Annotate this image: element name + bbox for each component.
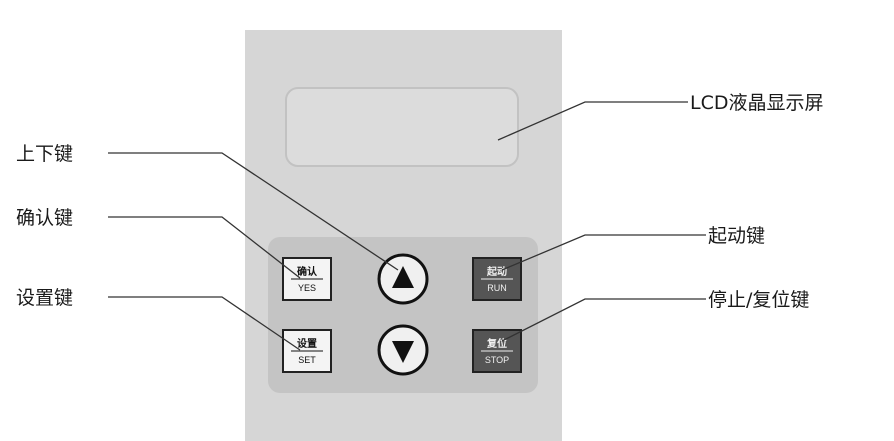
run-button[interactable]: 起动 RUN — [472, 257, 522, 301]
label-lcd: LCD液晶显示屏 — [690, 92, 823, 114]
confirm-button[interactable]: 确认 YES — [282, 257, 332, 301]
set-button[interactable]: 设置 SET — [282, 329, 332, 373]
label-updown: 上下键 — [16, 143, 73, 165]
label-start: 起动键 — [708, 225, 765, 247]
leader-line-lcd — [497, 101, 688, 141]
stop-button-label: 复位 — [486, 337, 507, 350]
stop-button-sublabel: STOP — [485, 355, 509, 365]
confirm-button-label: 确认 — [297, 265, 318, 278]
stop-button[interactable]: 复位 STOP — [472, 329, 522, 373]
up-arrow-icon — [392, 266, 414, 288]
up-button[interactable] — [377, 253, 429, 305]
set-button-sublabel: SET — [298, 355, 316, 365]
leader-line-confirm — [108, 216, 301, 279]
confirm-button-sublabel: YES — [298, 283, 316, 293]
leader-line-updown — [108, 152, 399, 271]
down-arrow-icon — [392, 341, 414, 363]
label-confirm: 确认键 — [16, 207, 73, 229]
down-button[interactable] — [377, 324, 429, 376]
label-stop-reset: 停止/复位键 — [708, 289, 809, 311]
leader-line-start — [501, 234, 706, 271]
label-set: 设置键 — [16, 287, 73, 309]
set-button-label: 设置 — [297, 337, 317, 350]
lcd-screen — [285, 87, 519, 167]
leader-lines — [108, 101, 706, 351]
keypad-area — [268, 237, 538, 393]
leader-line-set — [108, 296, 301, 351]
run-button-label: 起动 — [486, 265, 507, 278]
leader-line-stop — [501, 298, 706, 342]
run-button-sublabel: RUN — [487, 283, 507, 293]
